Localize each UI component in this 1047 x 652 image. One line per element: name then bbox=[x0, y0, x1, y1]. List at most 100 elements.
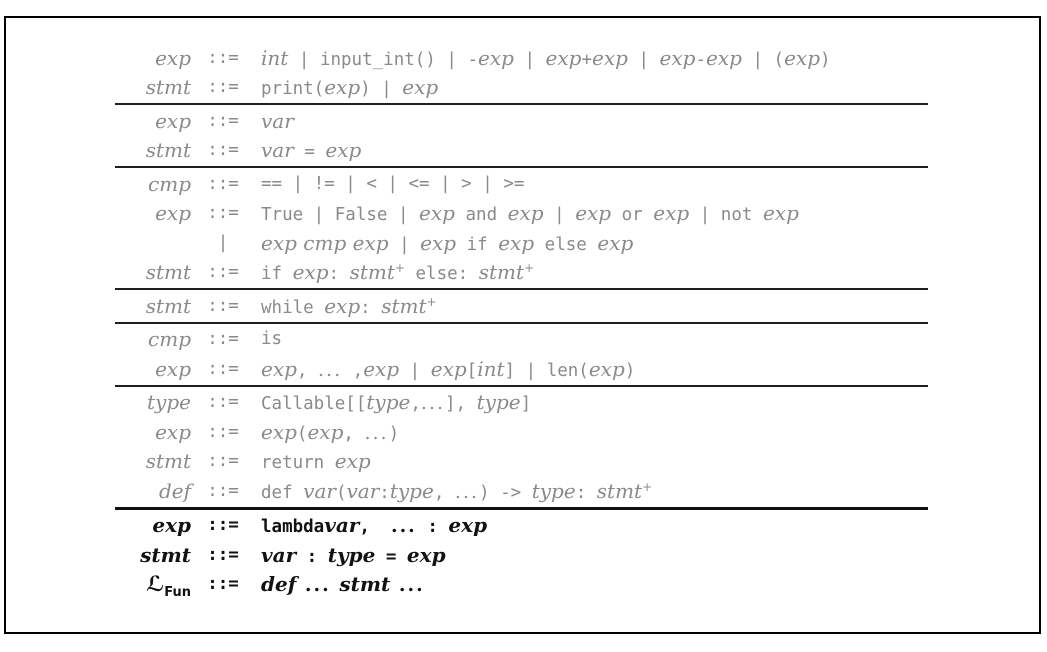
nonterminal-text: exp bbox=[324, 293, 361, 318]
group-separator bbox=[115, 103, 928, 105]
nonterminal-text: stmt bbox=[349, 260, 395, 285]
terminal-text: ], bbox=[445, 394, 477, 415]
nonterminal-text: exp bbox=[784, 45, 820, 70]
grammar-row: stmt::= return exp bbox=[6, 447, 1039, 477]
terminal-text: else: bbox=[404, 264, 479, 285]
nonterminal-text: type bbox=[366, 390, 411, 415]
nonterminal-text: exp bbox=[659, 45, 696, 70]
nonterminal-text: exp bbox=[155, 45, 191, 70]
bnf-operator: ::= bbox=[207, 140, 239, 161]
terminal-text: ) bbox=[360, 79, 371, 100]
terminal-text: - bbox=[695, 49, 706, 70]
terminal-text: while bbox=[261, 297, 325, 318]
grammar-row: type::=Callable[[type,...], type] bbox=[6, 388, 1039, 418]
nonterminal-text: var bbox=[346, 478, 380, 503]
terminal-text: | bbox=[627, 49, 660, 70]
nonterminal-text: stmt bbox=[145, 138, 191, 163]
terminal-text: | bbox=[435, 49, 468, 70]
terminal-text: : bbox=[328, 264, 350, 285]
production-cell: var = exp bbox=[255, 138, 1039, 162]
terminal-text: | bbox=[513, 49, 546, 70]
production-cell: is bbox=[255, 329, 1039, 349]
nonterminal-text: exp bbox=[706, 45, 742, 70]
bnf-operator: ::= bbox=[207, 544, 239, 565]
nonterminal-cell: stmt bbox=[6, 75, 191, 99]
terminal-text: ) bbox=[820, 49, 831, 70]
nonterminal-cell: stmt bbox=[6, 138, 191, 162]
nonterminal-cell: cmp bbox=[6, 327, 191, 351]
nonterminal-text: stmt bbox=[145, 449, 191, 474]
nonterminal-text: var bbox=[261, 138, 294, 163]
production-cell: exp, ... ,exp | exp[int] | len(exp) bbox=[255, 357, 1039, 381]
nonterminal-cell: stmt bbox=[6, 449, 191, 473]
nonterminal-text: stmt bbox=[140, 542, 191, 567]
production-cell: while exp: stmt+ bbox=[255, 294, 1039, 318]
nonterminal-text: type bbox=[147, 390, 191, 415]
terminal-text: : bbox=[296, 546, 328, 567]
production-cell: var bbox=[255, 109, 1039, 133]
terminal-text: | bbox=[399, 360, 431, 381]
production-cell: def ... stmt ... bbox=[255, 572, 1039, 596]
terminal-text: = bbox=[293, 142, 326, 163]
nonterminal-text: exp bbox=[307, 419, 344, 444]
nonterminal-text: stmt bbox=[596, 478, 643, 503]
terminal-text: | bbox=[741, 49, 774, 70]
bnf-operator: ::= bbox=[207, 295, 239, 316]
terminal-text: = bbox=[375, 546, 407, 567]
group-separator bbox=[115, 384, 928, 387]
bnf-operator: ::= bbox=[207, 451, 239, 472]
terminal-text: or bbox=[611, 205, 654, 226]
terminal-text: , bbox=[410, 394, 421, 415]
terminal-text: ] bbox=[504, 360, 516, 381]
terminal-text: print( bbox=[261, 79, 325, 100]
figure-frame: exp::=int | input_int() | -exp | exp+exp… bbox=[4, 16, 1041, 634]
terminal-text: ) bbox=[388, 423, 400, 444]
terminal-text: ] bbox=[520, 394, 532, 415]
nonterminal-text: var bbox=[261, 542, 297, 567]
production-cell: var : type = exp bbox=[255, 543, 1039, 567]
superscript-plus: + bbox=[426, 294, 437, 309]
nonterminal-text: exp bbox=[597, 230, 634, 255]
nonterminal-text: var bbox=[261, 108, 294, 133]
terminal-text: True | False | bbox=[261, 205, 420, 226]
nonterminal-text: exp bbox=[430, 356, 467, 381]
nonterminal-text: exp bbox=[420, 230, 457, 255]
nonterminal-text: exp bbox=[155, 356, 191, 381]
terminal-text: else bbox=[534, 234, 598, 255]
ellipsis-text: ... bbox=[364, 421, 389, 444]
grammar-row: cmp::=is bbox=[6, 325, 1039, 355]
bnf-operator: ::= bbox=[207, 574, 239, 595]
nonterminal-text: exp bbox=[762, 201, 799, 226]
grammar-table: exp::=int | input_int() | -exp | exp+exp… bbox=[6, 43, 1039, 600]
terminal-text: ( bbox=[773, 49, 785, 70]
nonterminal-text: exp bbox=[402, 75, 439, 100]
nonterminal-text: stmt bbox=[145, 293, 191, 318]
nonterminal-text: exp bbox=[588, 356, 625, 381]
terminal-text: [ bbox=[466, 360, 478, 381]
terminal-text: if bbox=[456, 234, 499, 255]
grammar-row: exp::=True | False | exp and exp | exp o… bbox=[6, 199, 1039, 229]
nonterminal-text: stmt bbox=[145, 260, 191, 285]
bnf-operator: ::= bbox=[207, 515, 239, 536]
production-cell: int | input_int() | -exp | exp+exp | exp… bbox=[255, 46, 1039, 70]
grammar-row: stmt::= var = exp bbox=[6, 136, 1039, 166]
grammar-row: def::=def var(var:type, ...) -> type: st… bbox=[6, 476, 1039, 506]
bnf-operator: ::= bbox=[207, 110, 239, 131]
superscript-plus: + bbox=[394, 261, 405, 276]
terminal-text: : bbox=[575, 482, 597, 503]
nonterminal-text: type bbox=[531, 478, 576, 503]
nonterminal-text: exp bbox=[155, 108, 191, 133]
ellipsis-text: ... bbox=[296, 574, 340, 597]
production-cell: exp cmp exp | exp if exp else exp bbox=[255, 231, 1039, 255]
nonterminal-cell: exp bbox=[6, 46, 191, 70]
terminal-text: - bbox=[467, 49, 478, 70]
grammar-row: stmt::=print(exp) | exp bbox=[6, 73, 1039, 103]
terminal-text: | bbox=[388, 234, 421, 255]
terminal-text: , bbox=[433, 482, 455, 503]
terminal-text: + bbox=[581, 49, 592, 70]
production-cell: return exp bbox=[255, 449, 1039, 473]
terminal-text: | bbox=[543, 205, 576, 226]
